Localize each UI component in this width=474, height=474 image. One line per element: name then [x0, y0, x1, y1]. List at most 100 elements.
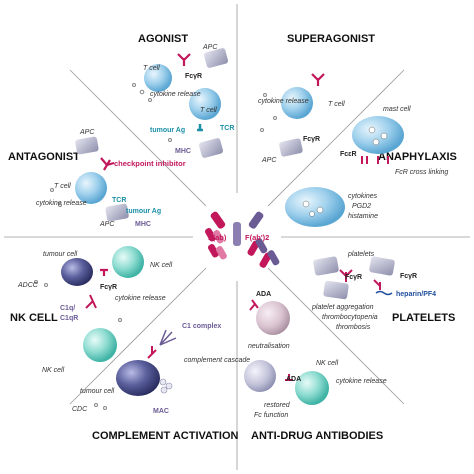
complement-illustration: [94, 329, 177, 410]
title-nk-cell: NK CELL: [10, 312, 58, 324]
complement-mac-label: MAC: [153, 408, 169, 415]
anaphylaxis-histamine-label: histamine: [348, 213, 378, 220]
anaphylaxis-pgd2-label: PGD2: [352, 203, 371, 210]
complement-tumour-cell-label: tumour cell: [80, 388, 115, 395]
platelets-aggregation-label: platelet aggregation: [311, 304, 374, 311]
antagonist-tumour-ag-label: tumour Ag: [126, 208, 161, 215]
agonist-cytokine-release-label: cytokine release: [150, 91, 201, 98]
antagonist-cytokine-release-label: cytokine release: [36, 200, 87, 207]
nk-tumour-cell-label: tumour cell: [43, 251, 78, 258]
tumour-cell-icon: [116, 360, 160, 396]
y-antibody-icon: [361, 156, 389, 164]
superagonist-apc-label: APC: [261, 157, 277, 164]
title-platelets: PLATELETS: [392, 312, 455, 324]
t-cell-icon: [75, 172, 107, 204]
mast-cell-icon: [352, 116, 404, 154]
anaphylaxis-illustration: [285, 116, 404, 227]
y-antibody-icon: [85, 294, 97, 309]
nk-c1q-label: C1q/: [60, 305, 75, 312]
y-antibody-icon: [285, 374, 293, 381]
ada-ada-2-label: ADA: [286, 376, 301, 383]
title-agonist: AGONIST: [138, 33, 188, 45]
platelets-thrombosis-label: thrombosis: [336, 324, 371, 331]
fab-label: F(ab): [208, 233, 227, 242]
anaphylaxis-fcer-label: FcεR: [340, 151, 357, 158]
agonist-fcyr-label: FcγR: [185, 73, 202, 80]
ada-neutralisation-label: neutralisation: [248, 343, 290, 350]
y-antibody-icon: [147, 346, 157, 359]
antagonist-mhc-label: MHC: [135, 221, 151, 228]
y-antibody-icon: [373, 279, 381, 290]
agonist-t-cell-2-label: T cell: [200, 107, 217, 114]
superagonist-cytokine-release-label: cytokine release: [258, 98, 309, 105]
t-cell-icon: [189, 88, 221, 120]
apc-icon: [198, 138, 224, 158]
anaphylaxis-cytokines-label: cytokines: [348, 193, 378, 200]
anaphylaxis-cross-linking-label: FcR cross linking: [395, 169, 448, 176]
apc-icon: [279, 138, 303, 157]
fab2-label: F(ab')2: [245, 233, 269, 242]
superagonist-t-cell-label: T cell: [328, 101, 345, 108]
platelets-heparin-label: heparin/PF4: [396, 291, 436, 298]
complement-cascade-label: complement cascade: [184, 357, 250, 364]
apc-icon: [105, 203, 129, 222]
agonist-apc-label: APC: [202, 44, 218, 51]
platelet-icon: [323, 280, 349, 300]
ada-restored-label: restored: [264, 402, 291, 409]
ada-illustration: [244, 299, 329, 405]
tumour-cell-icon: [61, 258, 93, 286]
anaphylaxis-mast-cell-label: mast cell: [383, 106, 411, 113]
nk-nk-cell-label: NK cell: [150, 262, 173, 269]
platelets-fcyr-1-label: FcγR: [345, 274, 362, 281]
agonist-illustration: [132, 48, 229, 158]
superagonist-fcyr-label: FcγR: [303, 136, 320, 143]
fab-fragment-icon: [205, 228, 227, 260]
nk-cell-icon: [112, 246, 144, 278]
apc-icon: [75, 136, 99, 155]
nk-cytokine-release-label: cytokine release: [115, 295, 166, 302]
title-anaphylaxis: ANAPHYLAXIS: [378, 151, 457, 163]
y-antibody-icon: [339, 269, 353, 282]
title-anti-drug-antibodies: ANTI-DRUG ANTIBODIES: [251, 430, 383, 442]
nk-cell-icon: [83, 328, 117, 362]
nk-c1qr-label: C1qR: [60, 315, 78, 322]
ada-cytokine-release-label: cytokine release: [336, 378, 387, 385]
apc-icon: [203, 48, 229, 68]
y-antibody-icon: [210, 211, 264, 246]
title-superagonist: SUPERAGONIST: [287, 33, 375, 45]
mast-cell-icon: [285, 187, 345, 227]
y-antibody-icon: [249, 299, 259, 311]
antagonist-tcr-label: TCR: [112, 197, 126, 204]
y-antibody-icon: [311, 73, 325, 86]
antagonist-t-cell-label: T cell: [54, 183, 71, 190]
nk-fcyr-label: FcγR: [100, 284, 117, 291]
agonist-tumour-ag-label: tumour Ag: [150, 127, 185, 134]
cell-icon: [244, 360, 276, 392]
y-antibody-icon: [100, 157, 115, 171]
nk-adcc-label: ADCC: [17, 282, 39, 289]
cell-icon: [256, 301, 290, 335]
platelets-fcyr-2-label: FcγR: [400, 273, 417, 280]
platelets-platelets-label: platelets: [347, 251, 375, 258]
fab2-fragment-icon: [247, 238, 280, 268]
nk-illustration: [34, 246, 144, 362]
platelets-illustration: [313, 256, 395, 300]
superagonist-illustration: [260, 73, 325, 157]
platelet-icon: [313, 256, 339, 276]
agonist-mhc-label: MHC: [175, 148, 191, 155]
heparin-icon: [375, 290, 393, 296]
t-cell-icon: [281, 87, 313, 119]
title-antagonist: ANTAGONIST: [8, 151, 80, 163]
antagonist-illustration: [50, 136, 129, 222]
y-antibody-icon: [100, 268, 108, 276]
t-cell-icon: [144, 64, 172, 92]
nk-cell-icon: [295, 371, 329, 405]
nk-nk-cell-2-label: NK cell: [42, 367, 65, 374]
platelet-icon: [369, 256, 395, 276]
ada-ada-1-label: ADA: [256, 291, 271, 298]
complement-c1-label: C1 complex: [182, 323, 221, 330]
complement-cdc-label: CDC: [72, 406, 88, 413]
title-complement-activation: COMPLEMENT ACTIVATION: [92, 430, 239, 442]
agonist-tcr-label: TCR: [220, 125, 234, 132]
